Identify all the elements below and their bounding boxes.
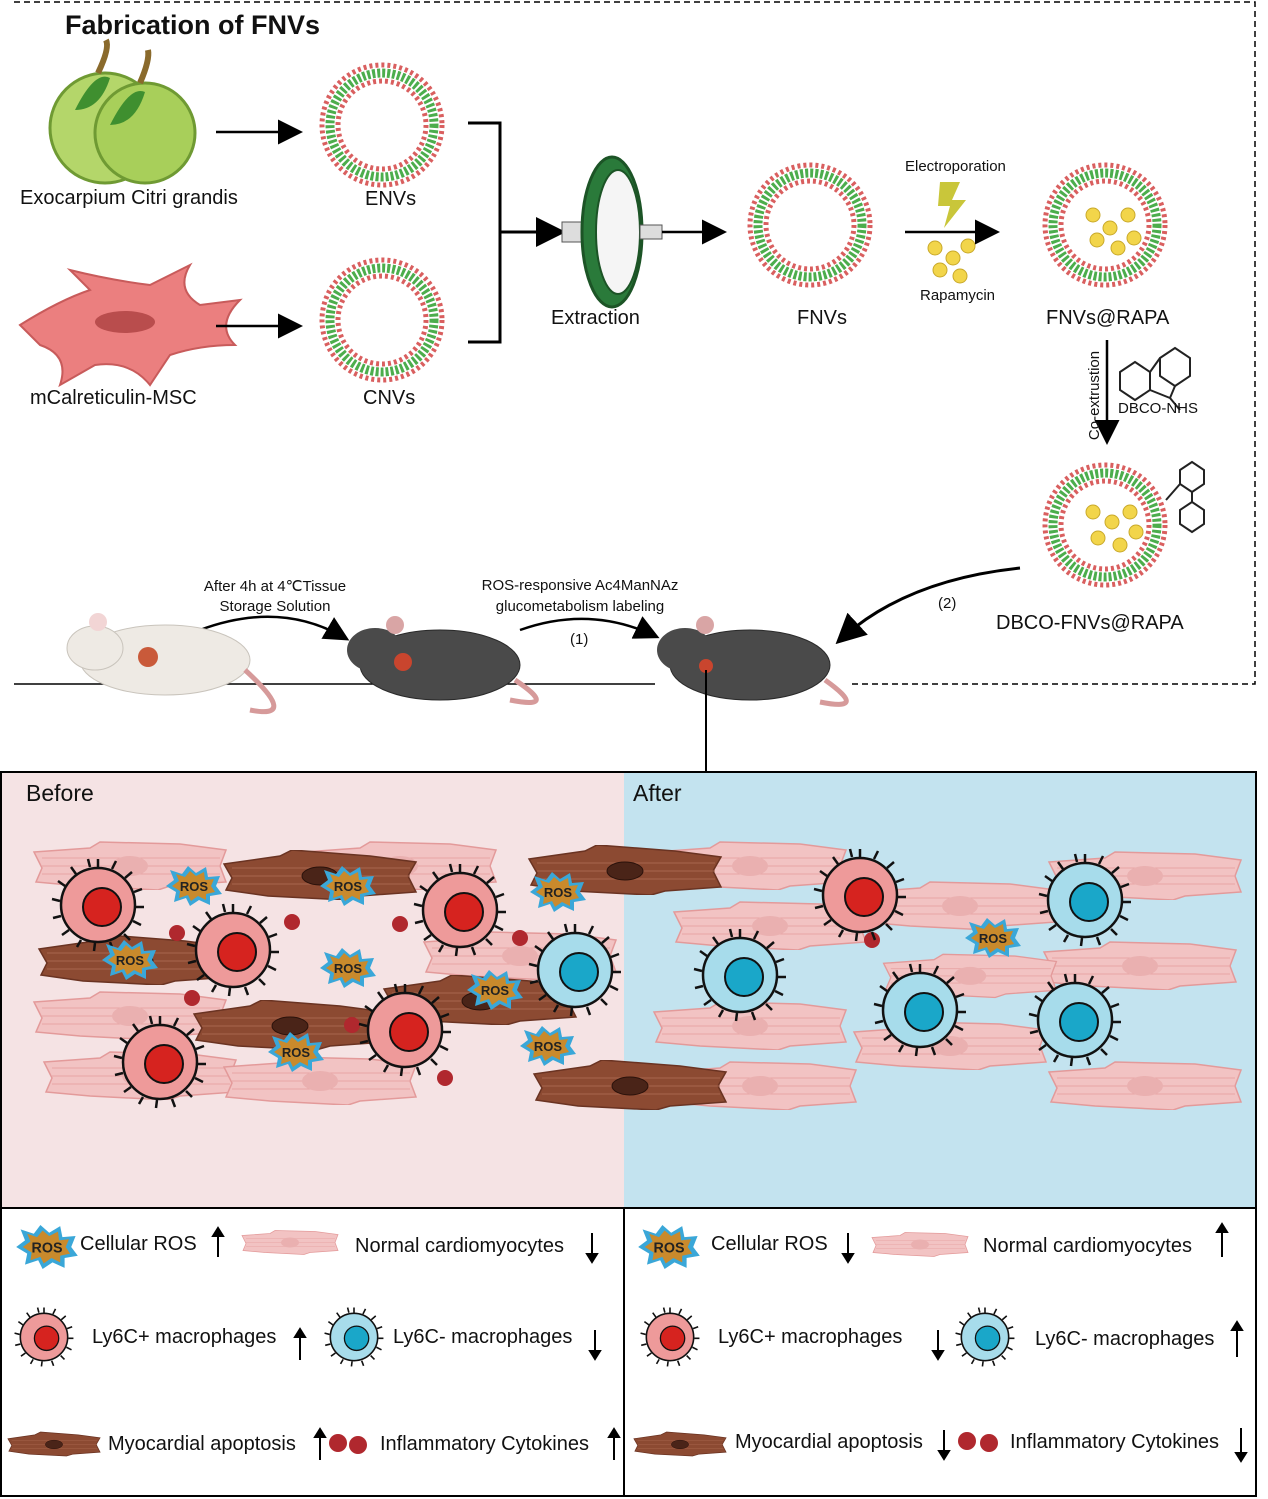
env-vesicle — [322, 65, 442, 185]
dbco-fnv-vesicle — [1045, 465, 1165, 585]
fnv-vesicle — [750, 165, 870, 285]
before-title: Before — [26, 780, 94, 806]
legend-after-ly6c-neg: Ly6C- macrophages — [1035, 1328, 1215, 1350]
fnv-rapa-label: FNVs@RAPA — [1046, 307, 1170, 329]
cell-label: mCalreticulin-MSC — [30, 387, 197, 409]
after-title: After — [633, 780, 682, 806]
storage-label-2: Storage Solution — [219, 598, 331, 615]
msc-cell-illustration — [18, 262, 243, 388]
filter-illustration — [561, 155, 663, 309]
env-label: ENVs — [365, 188, 417, 210]
electroporation-label: Electroporation — [905, 158, 1006, 175]
treated-mouse-illustration — [657, 616, 849, 707]
pomelo-illustration — [48, 38, 197, 185]
legend-before-apoptosis: Myocardial apoptosis — [108, 1433, 296, 1455]
black-mouse-illustration — [347, 616, 539, 705]
rapamycin-label: Rapamycin — [920, 287, 996, 304]
legend-after-cytokines: Inflammatory Cytokines — [1010, 1431, 1219, 1453]
legend-before-ly6c-neg: Ly6C- macrophages — [393, 1326, 573, 1348]
dbco-nhs-label: DBCO-NHS — [1118, 400, 1199, 417]
cnv-vesicle — [322, 260, 442, 380]
coextrusion-label: Co-extrustion — [1086, 350, 1104, 441]
legend-before-ros: Cellular ROS — [80, 1233, 197, 1255]
step-2-label: (2) — [938, 595, 957, 612]
legend-after-normal: Normal cardiomyocytes — [983, 1235, 1192, 1257]
source-label: Exocarpium Citri grandis — [20, 187, 238, 209]
legend-before-cytokines: Inflammatory Cytokines — [380, 1433, 589, 1455]
legend-after-ly6c-pos: Ly6C+ macrophages — [718, 1326, 903, 1348]
dbco-fnv-label: DBCO-FNVs@RAPA — [996, 612, 1184, 634]
white-mouse-illustration — [66, 613, 277, 715]
cnv-label: CNVs — [363, 387, 416, 409]
labeling-label-1: ROS-responsive Ac4ManNAz — [481, 577, 679, 594]
legend-before-normal: Normal cardiomyocytes — [355, 1235, 564, 1257]
extraction-label: Extraction — [551, 307, 640, 329]
legend-after-ros: Cellular ROS — [711, 1233, 828, 1255]
storage-label-1: After 4h at 4℃Tissue — [203, 578, 347, 595]
step-1-label: (1) — [570, 631, 589, 648]
dbco-molecule — [1119, 346, 1191, 411]
labeling-label-2: glucometabolism labeling — [495, 598, 665, 615]
legend-after-apoptosis: Myocardial apoptosis — [735, 1431, 923, 1453]
fabrication-title: Fabrication of FNVs — [65, 10, 321, 40]
tissue-cytokines — [169, 914, 880, 1086]
legend-before-ly6c-pos: Ly6C+ macrophages — [92, 1326, 277, 1348]
fnv-label: FNVs — [797, 307, 847, 329]
